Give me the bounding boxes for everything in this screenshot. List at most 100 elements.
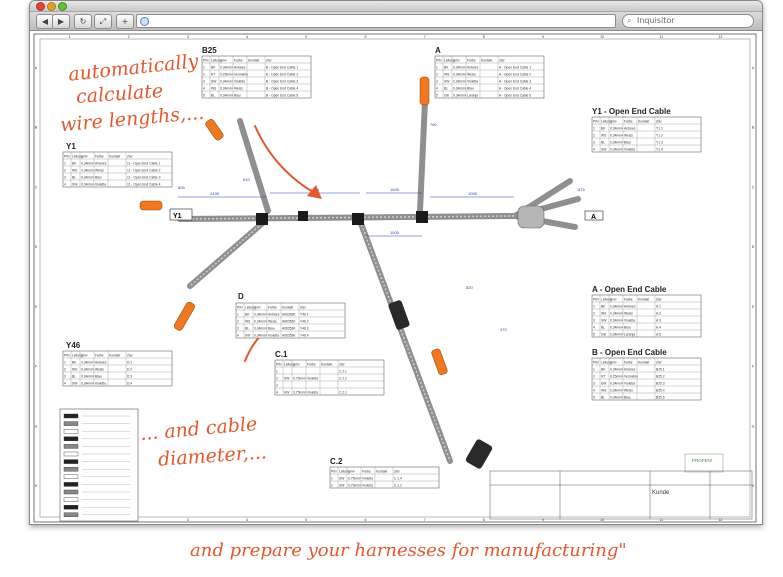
table-cell: Blau xyxy=(95,176,102,180)
table-cell: 1 xyxy=(593,127,595,131)
table-cell: A.5 xyxy=(656,333,661,337)
customer-label: Kunde xyxy=(652,490,670,496)
close-window-icon[interactable] xyxy=(36,2,45,11)
table-cell: BK xyxy=(211,66,216,70)
forward-arrow-icon[interactable]: ▶ xyxy=(52,14,70,29)
table-cell: 0,34mm² xyxy=(610,134,624,138)
zone-number: 9 xyxy=(542,518,544,522)
gland xyxy=(517,205,545,229)
zone-letter: F xyxy=(752,365,754,369)
table-cell: 5 xyxy=(593,333,595,337)
table-header-cell: mm² xyxy=(293,363,300,367)
table-header-cell: Leitung xyxy=(72,354,83,358)
table-cell: Y46.3 xyxy=(300,327,309,331)
expand-icon[interactable]: ⤢ xyxy=(94,14,112,29)
zone-number: 7 xyxy=(424,518,426,522)
table-cell: BL xyxy=(211,94,215,98)
table-cell: 0,25mm² xyxy=(610,375,624,379)
zone-letter: G xyxy=(35,424,38,428)
search-field[interactable]: ⌕ Inquisitor xyxy=(622,14,754,28)
page-content: 112233445566778899101011111212AABBCCDDEE… xyxy=(30,31,762,524)
table-header-cell: Leitung xyxy=(72,155,83,159)
table-cell: 0,75mm² xyxy=(348,484,362,488)
zone-letter: C xyxy=(752,185,755,189)
browser-window: ◀ ▶ ↻ ⤢ + ⌕ Inquisitor 11223344556677889… xyxy=(29,0,763,525)
add-icon[interactable]: + xyxy=(116,14,134,29)
search-placeholder: Inquisitor xyxy=(637,16,675,25)
table-cell: B - Open End Cable 2 xyxy=(266,73,298,77)
table-cell: 2 xyxy=(593,134,595,138)
table-cell: BK xyxy=(601,368,606,372)
legend-swatch xyxy=(63,459,79,464)
table-cell: SW xyxy=(72,382,78,386)
table-cell: SW xyxy=(284,391,290,395)
table-cell: 3 xyxy=(64,176,66,180)
table-cell: 0,75mm² xyxy=(348,477,362,481)
table-cell: Blau xyxy=(234,94,241,98)
table-header-cell: Kontakt xyxy=(109,354,120,358)
table-cell: 0,34mm² xyxy=(254,327,268,331)
zone-number: 5 xyxy=(305,35,307,39)
legend-swatch xyxy=(63,467,79,472)
table-cell: 1 xyxy=(436,66,438,70)
table-cell: 0,34mm² xyxy=(81,169,95,173)
table-header-cell: Ziel xyxy=(300,306,306,310)
table-cell: Vermelho xyxy=(234,73,248,77)
table-cell: B - Open End Cable 4 xyxy=(266,87,298,91)
table-cell: 3 xyxy=(276,384,278,388)
table-cell: D.4 xyxy=(127,382,132,386)
table-cell: 5 xyxy=(203,94,205,98)
junction-block xyxy=(298,211,308,221)
table-cell: 0,34mm² xyxy=(254,313,268,317)
main-cable xyxy=(177,98,581,464)
table-cell: B - Open End Cable 1 xyxy=(266,66,298,70)
table-cell: 0,34mm² xyxy=(453,73,467,77)
a-flag-text: A xyxy=(591,214,596,221)
table-header-cell: Farbe xyxy=(624,120,633,124)
table-cell: C.2.2 xyxy=(339,377,347,381)
legend-swatch xyxy=(63,451,79,457)
table-cell: GB xyxy=(444,94,450,98)
table-header-cell: Leitung xyxy=(601,120,612,124)
table-cell: Violetta xyxy=(95,382,106,386)
sheet-border xyxy=(33,33,757,523)
table-cell: 3 xyxy=(593,382,595,386)
a-header: A xyxy=(435,46,441,55)
table-cell: 0,34mm² xyxy=(254,320,268,324)
table-cell: D.3 xyxy=(127,375,132,379)
minimize-window-icon[interactable] xyxy=(47,2,56,11)
table-header-cell: Farbe xyxy=(307,363,316,367)
table-cell: Antares xyxy=(268,313,280,317)
table-cell: A - Open End Cable 3 xyxy=(499,80,531,84)
zoom-window-icon[interactable] xyxy=(58,2,67,11)
table-cell: 2 xyxy=(203,73,205,77)
reload-icon[interactable]: ↻ xyxy=(74,14,92,29)
table-cell: Y1.2 xyxy=(656,134,663,138)
table-cell: 0,34mm² xyxy=(81,183,95,187)
zone-number: 11 xyxy=(659,35,663,39)
table-header-cell: Leitung xyxy=(245,306,256,310)
table-cell: Antares xyxy=(95,162,107,166)
table-cell: Weiss xyxy=(624,389,633,393)
table-cell: 0,75mm² xyxy=(293,377,307,381)
y1-flag xyxy=(169,208,193,221)
junction-block xyxy=(352,213,364,225)
legend-swatch xyxy=(63,505,79,510)
table-header-cell: Kontakt xyxy=(248,59,259,63)
table-cell: A.3 xyxy=(656,319,661,323)
table-cell: 0,34mm² xyxy=(453,87,467,91)
table-cell: WS xyxy=(601,312,607,316)
zone-number: 6 xyxy=(364,518,366,522)
zone-letter: E xyxy=(752,305,755,309)
address-bar[interactable] xyxy=(136,14,616,28)
b25-header: B25 xyxy=(202,46,217,55)
table-cell: B25.3 xyxy=(656,382,665,386)
table-header-cell: Ziel xyxy=(339,363,345,367)
table-cell: A - Open End Cable 5 xyxy=(499,94,531,98)
table-cell: 0,34mm² xyxy=(610,396,624,400)
connector-y1-body xyxy=(139,200,163,211)
table-cell: Antares xyxy=(234,66,246,70)
